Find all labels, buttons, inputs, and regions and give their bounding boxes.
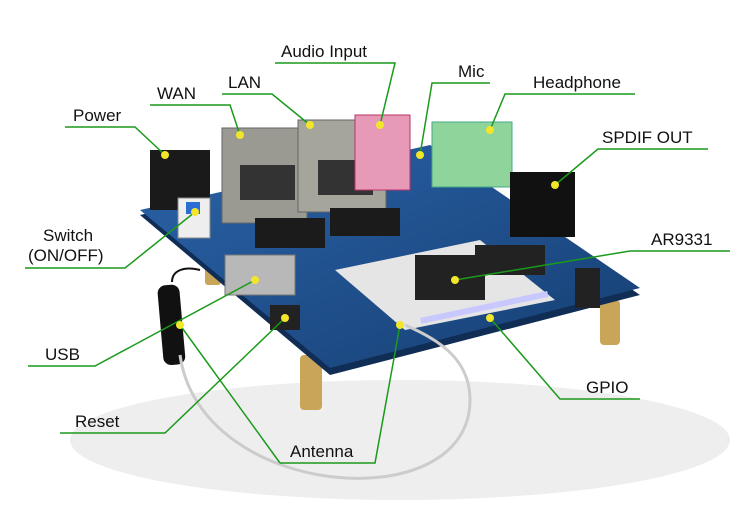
label-antenna: Antenna [290,442,354,461]
chip [330,208,400,236]
label-lan: LAN [228,73,262,92]
label-wan: WAN [157,84,197,103]
antenna-cable [178,323,472,480]
label-usb: USB [45,345,80,364]
label-gpio: GPIO [586,378,629,397]
chip [255,218,325,248]
label-ar9331: AR9331 [651,230,713,249]
label-switch: Switch [43,226,94,245]
leader-dots [161,121,559,329]
label-switch-state: (ON/OFF) [28,246,104,265]
board-shadow [70,380,730,500]
label-reset: Reset [75,412,120,431]
label-audio-input: Audio Input [281,42,368,61]
label-headphone: Headphone [533,73,621,92]
gpio-pins [420,290,549,324]
header-pins [575,268,600,308]
leader-lines [25,62,730,464]
spdif-connector [510,172,575,237]
label-spdif-out: SPDIF OUT [602,128,693,147]
label-mic: Mic [458,62,485,81]
label-power: Power [73,106,122,125]
usb-port [224,254,296,296]
headphone-jack [431,121,513,188]
